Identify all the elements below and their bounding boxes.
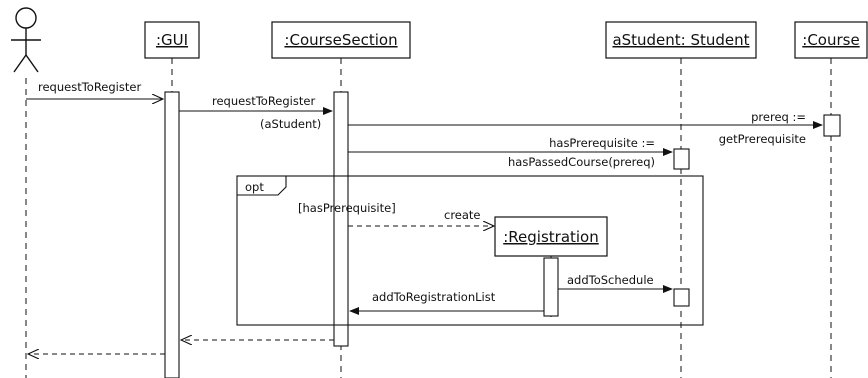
actor-stick-figure-icon bbox=[11, 7, 41, 73]
has-passed-course-label: hasPassedCourse(prereq) bbox=[508, 155, 655, 169]
get-prerequisite-label: getPrerequisite bbox=[719, 132, 806, 146]
add-to-schedule-label: addToSchedule bbox=[567, 273, 654, 287]
opt-fragment: opt bbox=[236, 175, 704, 326]
gui-participant-label: :GUI bbox=[156, 31, 188, 49]
has-prerequisite-guard: [hasPrerequisite] bbox=[298, 201, 396, 215]
student-activation-2 bbox=[673, 288, 690, 307]
course-activation-bar bbox=[823, 114, 841, 137]
gui-participant: :GUI bbox=[144, 21, 200, 59]
course-participant: :Course bbox=[794, 21, 868, 59]
prereq-assign-label: prereq := bbox=[751, 110, 806, 124]
student-participant-label: aStudent: Student bbox=[612, 31, 749, 49]
registration-participant: :Registration bbox=[494, 216, 608, 257]
course-section-activation-bar bbox=[333, 91, 349, 347]
has-prerequisite-assign-label: hasPrerequisite := bbox=[549, 136, 655, 150]
student-participant: aStudent: Student bbox=[605, 21, 757, 59]
opt-operator-label: opt bbox=[245, 180, 264, 194]
course-participant-label: :Course bbox=[802, 31, 859, 49]
course-section-participant-label: :CourseSection bbox=[284, 31, 397, 49]
a-student-label: (aStudent) bbox=[260, 117, 321, 131]
registration-activation-bar bbox=[543, 257, 559, 317]
create-label: create bbox=[444, 208, 481, 222]
request-to-register-label-1: requestToRegister bbox=[38, 80, 141, 94]
student-activation-1 bbox=[673, 148, 690, 170]
request-to-register-label-2: requestToRegister bbox=[212, 94, 315, 108]
gui-activation-bar bbox=[164, 91, 180, 378]
add-to-registration-list-label: addToRegistrationList bbox=[372, 290, 496, 304]
registration-participant-label: :Registration bbox=[503, 228, 599, 246]
course-section-participant: :CourseSection bbox=[271, 21, 411, 59]
